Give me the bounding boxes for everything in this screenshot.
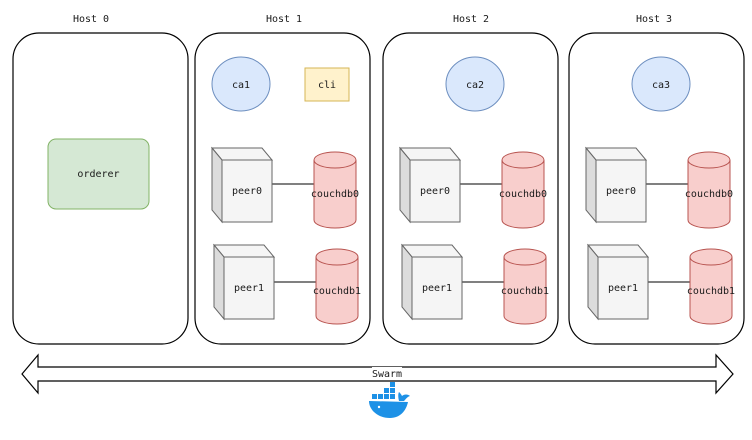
ca3-label: ca3 bbox=[652, 80, 670, 91]
ca2-node[interactable]: ca2 bbox=[445, 56, 505, 112]
ca3-ellipse bbox=[631, 56, 691, 112]
swarm-label: Swarm bbox=[372, 369, 402, 380]
h2-couchdb0-node[interactable]: couchdb0 bbox=[499, 151, 547, 229]
ca2-label: ca2 bbox=[466, 80, 484, 91]
orderer-box bbox=[47, 138, 150, 210]
orderer-node[interactable]: orderer bbox=[47, 138, 150, 210]
cli-label: cli bbox=[318, 80, 336, 91]
host-1-title: Host 1 bbox=[266, 14, 302, 25]
h3-peer0-label: peer0 bbox=[606, 186, 636, 197]
cylinder-top bbox=[687, 151, 731, 169]
cylinder-body bbox=[313, 160, 357, 229]
h1-couchdb0-node[interactable]: couchdb0 bbox=[311, 151, 359, 229]
h1-couchdb1-node[interactable]: couchdb1 bbox=[313, 248, 361, 325]
peer-cube-front bbox=[221, 159, 273, 223]
cylinder-body bbox=[503, 257, 547, 325]
peer-cube-front bbox=[409, 159, 461, 223]
peer-cube-side bbox=[213, 243, 225, 321]
h1-couchdb1-label: couchdb1 bbox=[313, 286, 361, 297]
h3-couchdb1-label: couchdb1 bbox=[687, 286, 735, 297]
h3-peer1-node[interactable]: peer1 bbox=[586, 243, 650, 321]
h2-peer1-label: peer1 bbox=[422, 283, 452, 294]
peer-cube-side bbox=[399, 146, 411, 224]
peer-cube-side bbox=[585, 146, 597, 224]
peer-cube-side bbox=[587, 243, 599, 321]
cylinder-top bbox=[689, 248, 733, 266]
peer-cube-side bbox=[401, 243, 413, 321]
ca1-ellipse bbox=[211, 56, 271, 112]
h2-peer0-node[interactable]: peer0 bbox=[398, 146, 462, 224]
h2-couchdb1-label: couchdb1 bbox=[501, 286, 549, 297]
h1-peer0-label: peer0 bbox=[232, 186, 262, 197]
h2-couchdb1-node[interactable]: couchdb1 bbox=[501, 248, 549, 325]
cylinder-body bbox=[501, 160, 545, 229]
h1-peer1-label: peer1 bbox=[234, 283, 264, 294]
h2-peer0-label: peer0 bbox=[420, 186, 450, 197]
h3-peer0-node[interactable]: peer0 bbox=[584, 146, 648, 224]
orderer-label: orderer bbox=[77, 169, 119, 180]
h2-peer1-node[interactable]: peer1 bbox=[400, 243, 464, 321]
swarm-label-bg bbox=[372, 367, 402, 379]
peer-cube-front bbox=[595, 159, 647, 223]
peer-cube-side bbox=[211, 146, 223, 224]
h1-peer0-node[interactable]: peer0 bbox=[210, 146, 274, 224]
host-0-title: Host 0 bbox=[73, 14, 109, 25]
ca3-node[interactable]: ca3 bbox=[631, 56, 691, 112]
cylinder-body bbox=[315, 257, 359, 325]
ca2-ellipse bbox=[445, 56, 505, 112]
cli-box bbox=[304, 67, 350, 102]
cylinder-body bbox=[689, 257, 733, 325]
cylinder-body bbox=[687, 160, 731, 229]
cylinder-top bbox=[315, 248, 359, 266]
h1-peer1-node[interactable]: peer1 bbox=[212, 243, 276, 321]
h3-couchdb0-label: couchdb0 bbox=[685, 189, 733, 200]
cylinder-top bbox=[501, 151, 545, 169]
peer-cube-front bbox=[411, 256, 463, 320]
peer-cube-front bbox=[597, 256, 649, 320]
h1-couchdb0-label: couchdb0 bbox=[311, 189, 359, 200]
cylinder-top bbox=[503, 248, 547, 266]
host-2-title: Host 2 bbox=[453, 14, 489, 25]
host-3-title: Host 3 bbox=[636, 14, 672, 25]
h3-peer1-label: peer1 bbox=[608, 283, 638, 294]
h2-couchdb0-label: couchdb0 bbox=[499, 189, 547, 200]
h3-couchdb1-node[interactable]: couchdb1 bbox=[687, 248, 735, 325]
docker-whale-icon bbox=[369, 382, 410, 418]
cylinder-top bbox=[313, 151, 357, 169]
peer-cube-front bbox=[223, 256, 275, 320]
cli-node[interactable]: cli bbox=[304, 67, 350, 102]
h3-couchdb0-node[interactable]: couchdb0 bbox=[685, 151, 733, 229]
ca1-label: ca1 bbox=[232, 80, 250, 91]
ca1-node[interactable]: ca1 bbox=[211, 56, 271, 112]
